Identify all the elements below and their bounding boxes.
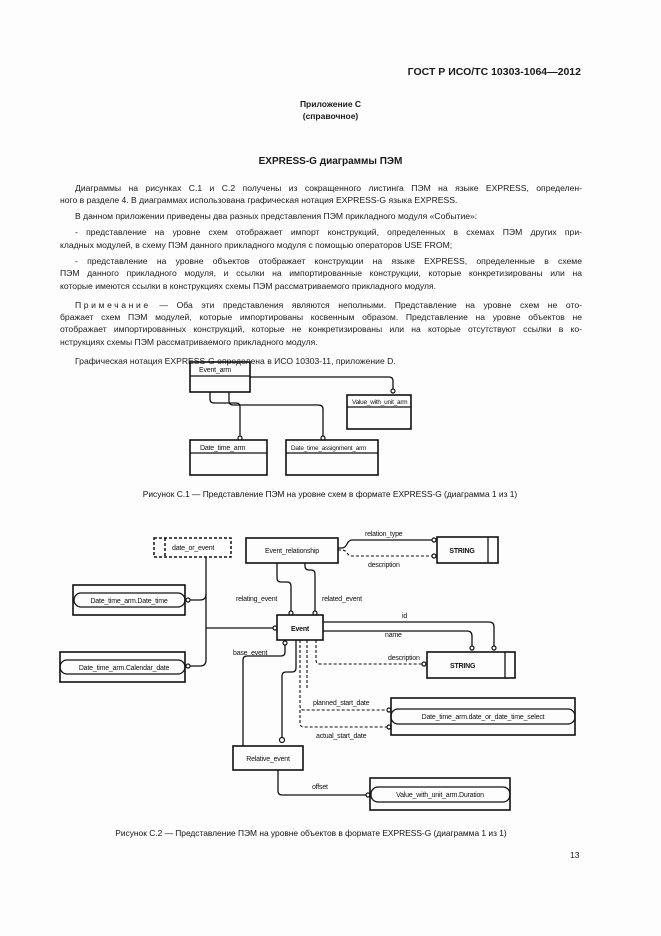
text-line: В данном приложении приведены два разных… bbox=[75, 211, 478, 222]
standard-designation: ГОСТ Р ИСО/ТС 10303-1064—2012 bbox=[407, 66, 581, 78]
text-line: нструкциях схемы ПЭМ рассматриваемого пр… bbox=[60, 336, 318, 347]
figure-1-diagram: Event_arm Value_with_unit_arm Date_time_… bbox=[189, 361, 412, 476]
page-number: 13 bbox=[570, 850, 580, 860]
type-string-2: STRING bbox=[450, 663, 476, 670]
entity-date-select: Date_time_arm.date_or_date_time_select bbox=[422, 714, 545, 721]
entity-date-time-arm: Date_time_arm bbox=[200, 445, 246, 452]
paragraph: В данном приложении приведены два разных… bbox=[60, 210, 582, 222]
entity-duration: Value_with_unit_arm.Duration bbox=[396, 792, 484, 799]
appendix-title: Приложение С bbox=[299, 99, 362, 109]
attr-id: id bbox=[402, 613, 407, 620]
attr-actual-start-date: actual_start_date bbox=[316, 733, 367, 740]
paragraph: Диаграммы на рисунках С.1 и С.2 получены… bbox=[60, 182, 582, 207]
entity-calendar-date: Date_time_arm.Calendar_date bbox=[79, 665, 170, 672]
attr-relating-event: relating_event bbox=[236, 596, 277, 603]
text-line: Диаграммы на рисунках С.1 и С.2 получены… bbox=[75, 183, 582, 193]
text-line: ПЭМ данного прикладного модуля, и ссылки… bbox=[60, 268, 582, 279]
paragraph: - представление на уровне объектов отобр… bbox=[60, 255, 582, 292]
body-text: Диаграммы на рисунках С.1 и С.2 получены… bbox=[60, 182, 582, 367]
paragraph: - представление на уровне схем отображае… bbox=[60, 226, 582, 251]
entity-event: Event bbox=[291, 626, 310, 633]
section-title: EXPRESS-G диаграммы ПЭМ bbox=[258, 156, 403, 167]
paragraph: Графическая нотация EXPRESS-G определена… bbox=[75, 355, 396, 366]
entity-event-relationship: Event_relationship bbox=[265, 548, 319, 555]
attr-name: name bbox=[385, 632, 402, 639]
entity-box bbox=[346, 394, 412, 430]
text-line: Примечание — Оба эти представления являю… bbox=[60, 299, 582, 311]
appendix-heading: Приложение С (справочное) bbox=[0, 98, 661, 122]
attr-er-description: description bbox=[368, 562, 400, 569]
figure-2-diagram: date_or_event Event_relationship STRING … bbox=[59, 531, 576, 811]
entity-date-time-assignment-arm: Date_time_assignment_arm bbox=[291, 445, 366, 452]
text-line: ного в разделе 4. В диаграммах использов… bbox=[60, 195, 458, 206]
attr-offset: offset bbox=[312, 784, 328, 791]
text-line: которые имеются ссылки в конструкциях сх… bbox=[60, 280, 437, 291]
entity-relative-event: Relative_event bbox=[246, 756, 290, 763]
type-string: STRING bbox=[449, 548, 475, 555]
text-line: отображает импортированных конструкций, … bbox=[60, 324, 582, 335]
entity-event-arm: Event_arm bbox=[199, 367, 231, 374]
text-line: - представление на уровне схем отображае… bbox=[75, 227, 582, 238]
appendix-subtitle: (справочное) bbox=[302, 111, 359, 121]
text-line: кладных модулей, в схему ПЭМ данного при… bbox=[60, 239, 453, 250]
attr-description: description bbox=[388, 655, 420, 662]
text-line: бражает схем ПЭМ модулей, которые импорт… bbox=[60, 312, 582, 323]
note: Примечание — Оба эти представления являю… bbox=[60, 299, 582, 349]
entity-box bbox=[189, 439, 268, 476]
attr-related-event: related_event bbox=[322, 596, 362, 603]
entity-value-with-unit-arm: Value_with_unit_arm bbox=[352, 399, 407, 406]
text-line: - представление на уровне объектов отобр… bbox=[75, 255, 582, 266]
note-text: — Оба эти представления являются неполны… bbox=[150, 299, 582, 310]
figure-2-caption: Рисунок С.2 — Представление ПЭМ на уровн… bbox=[115, 828, 507, 838]
attr-relation-type: relation_type bbox=[365, 531, 403, 538]
attr-base-event: base_event bbox=[233, 650, 267, 657]
figure-1-caption: Рисунок С.1 — Представление ПЭМ на уровн… bbox=[143, 489, 518, 499]
entity-box bbox=[285, 439, 379, 476]
note-label: Примечание bbox=[75, 299, 151, 310]
attr-planned-start-date: planned_start_date bbox=[313, 700, 370, 707]
entity-date-time: Date_time_arm.Date_time bbox=[90, 598, 167, 605]
select-date-or-event: date_or_event bbox=[172, 545, 214, 552]
